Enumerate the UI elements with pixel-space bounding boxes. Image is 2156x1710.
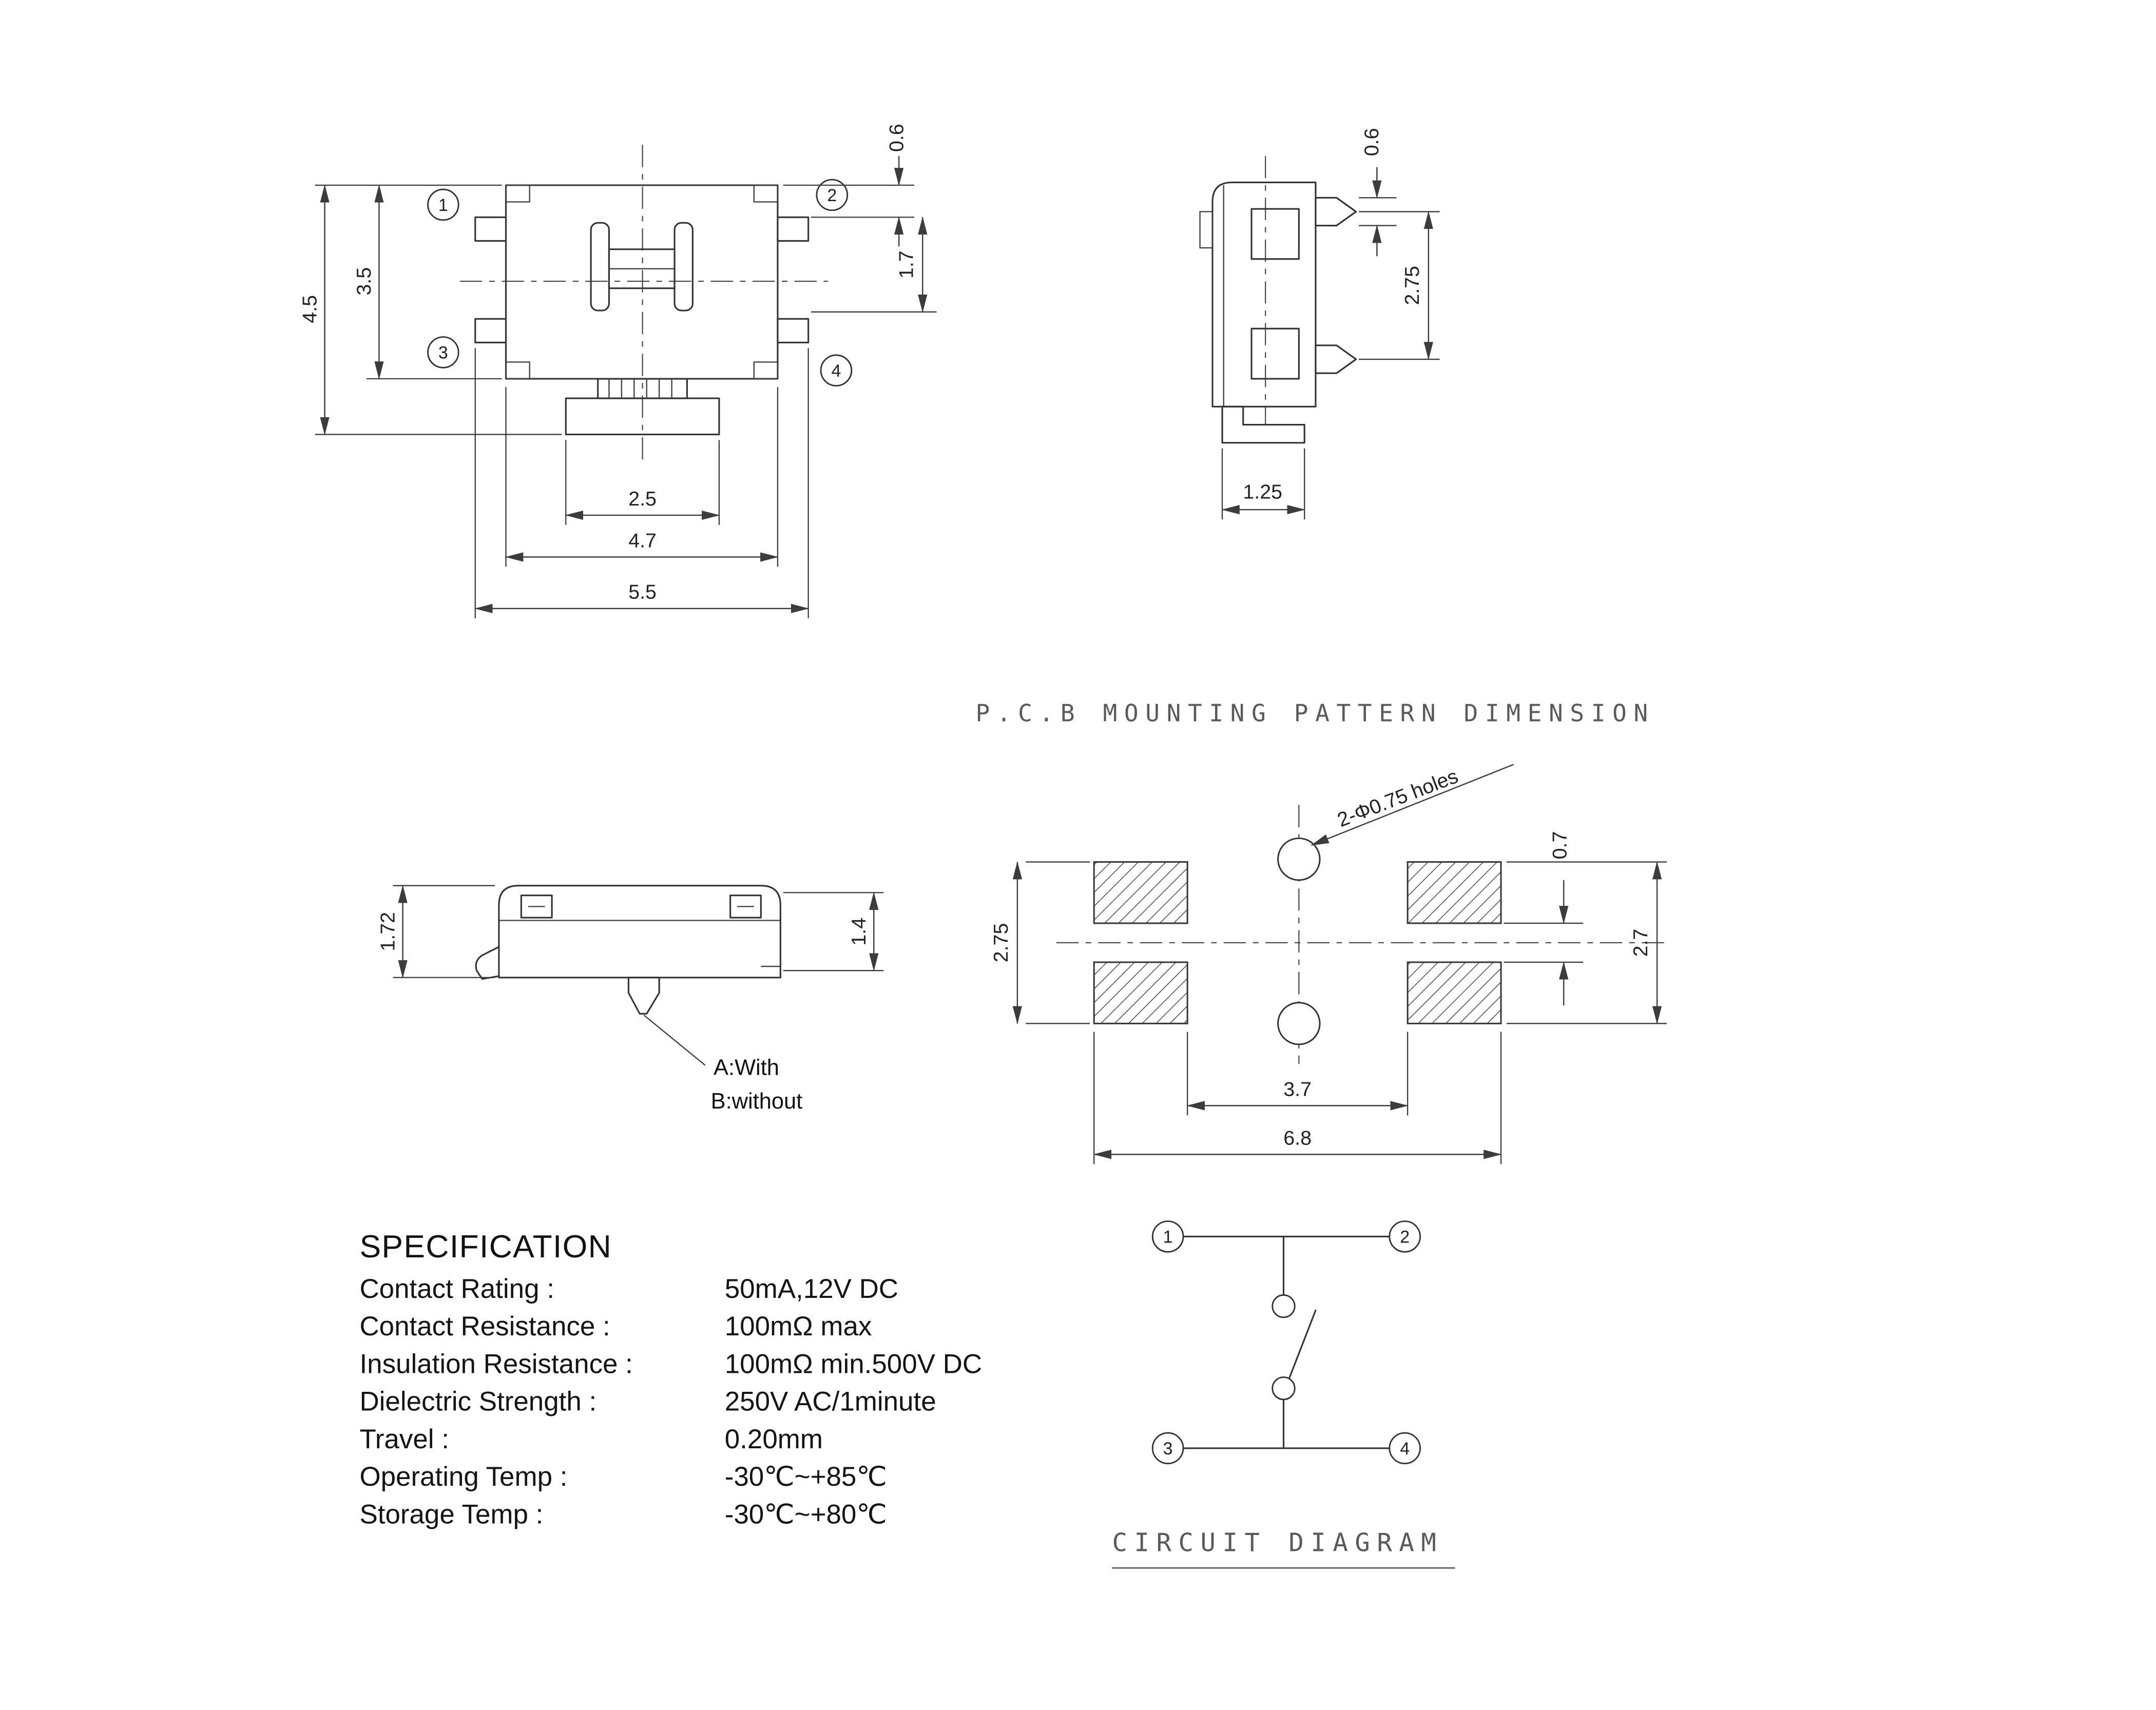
spec-row-value: 0.20mm bbox=[725, 1424, 823, 1454]
hole-bottom bbox=[1277, 1002, 1321, 1045]
dim-side-pin-pitch: 2.75 bbox=[1401, 266, 1423, 305]
dim-profile-height: 1.72 bbox=[376, 912, 399, 951]
circuit-pin-4-label: 4 bbox=[1400, 1439, 1410, 1459]
circuit-pin-3-label: 3 bbox=[1163, 1439, 1173, 1459]
circuit-pin-2-label: 2 bbox=[1400, 1228, 1410, 1247]
dim-pad-span: 2.7 bbox=[1629, 929, 1652, 957]
profile-view: A:With B:without 1.72 1.4 bbox=[376, 885, 884, 1114]
holes-leader-line bbox=[1311, 764, 1514, 846]
dim-foot-width: 1.25 bbox=[1243, 480, 1282, 503]
pin-4-circle bbox=[820, 354, 853, 387]
pcb-pattern: P.C.B MOUNTING PATTERN DIMENSION 2-Φ0.75… bbox=[975, 699, 1667, 1164]
circuit-pin-1-label: 1 bbox=[1163, 1228, 1173, 1247]
clip-right bbox=[729, 895, 762, 919]
pin-1-circle bbox=[427, 188, 459, 221]
spec-row-label: Travel : bbox=[359, 1424, 449, 1454]
dim-pad-gap: 0.7 bbox=[1549, 831, 1571, 860]
pad-bottom-left bbox=[1093, 961, 1188, 1024]
pin-note-line-a: A:With bbox=[714, 1056, 779, 1080]
terminal-1 bbox=[474, 216, 507, 242]
spec-row-label: Storage Temp : bbox=[359, 1499, 543, 1529]
actuator-right-bar bbox=[673, 222, 694, 312]
actuator-left-bar bbox=[590, 222, 610, 312]
dim-body-height: 3.5 bbox=[353, 267, 375, 296]
circuit-diagram-title: CIRCUIT DIAGRAM bbox=[1112, 1528, 1443, 1558]
dim-total-width: 5.5 bbox=[628, 581, 657, 604]
spec-row-value: 100mΩ max bbox=[725, 1311, 872, 1342]
spec-row-label: Contact Resistance : bbox=[359, 1311, 610, 1342]
spec-row-value: -30℃~+85℃ bbox=[725, 1462, 887, 1492]
inner-block-bottom bbox=[1250, 327, 1300, 380]
spec-row-label: Contact Rating : bbox=[359, 1274, 554, 1304]
inner-block-top bbox=[1250, 208, 1300, 260]
dim-body-width: 4.7 bbox=[628, 529, 657, 552]
profile-body bbox=[498, 885, 781, 979]
pad-top-left bbox=[1093, 861, 1188, 924]
side-view: 0.6 2.75 1.25 bbox=[1199, 128, 1440, 520]
spec-row-label: Insulation Resistance : bbox=[359, 1349, 632, 1379]
contact-top bbox=[1272, 1294, 1296, 1318]
spec-row-label: Dielectric Strength : bbox=[359, 1387, 596, 1417]
holes-note: 2-Φ0.75 holes bbox=[1334, 765, 1461, 831]
spec-title: SPECIFICATION bbox=[359, 1229, 612, 1265]
pad-top-right bbox=[1407, 861, 1502, 924]
dim-total-height: 4.5 bbox=[298, 295, 321, 323]
dim-top-offset: 0.6 bbox=[885, 124, 908, 152]
front-view: 1 2 3 4 4.5 3.5 0.6 1.7 2.5 bbox=[298, 124, 937, 618]
dim-pad-inner-gap: 3.7 bbox=[1283, 1078, 1312, 1100]
left-hook bbox=[475, 946, 500, 980]
push-button bbox=[565, 397, 720, 436]
dim-profile-inner-height: 1.4 bbox=[848, 918, 870, 946]
pad-bottom-right bbox=[1407, 961, 1502, 1024]
side-terminal-top bbox=[1315, 197, 1357, 227]
bottom-foot bbox=[1221, 405, 1305, 444]
spec-row-value: 50mA,12V DC bbox=[725, 1274, 898, 1304]
spec-row-value: -30℃~+80℃ bbox=[725, 1499, 887, 1529]
terminal-4 bbox=[777, 318, 810, 344]
dim-hole-pitch: 2.75 bbox=[990, 923, 1012, 963]
dim-button-width: 2.5 bbox=[628, 488, 657, 510]
clip-left bbox=[520, 895, 553, 919]
terminal-2 bbox=[777, 216, 810, 242]
pcb-pattern-title: P.C.B MOUNTING PATTERN DIMENSION bbox=[975, 699, 1654, 727]
pin-4-label: 4 bbox=[832, 361, 841, 381]
dim-pin-span: 1.7 bbox=[895, 250, 917, 279]
pin-3-circle bbox=[427, 336, 459, 368]
pin-note-line-b: B:without bbox=[711, 1089, 803, 1114]
terminal-3 bbox=[474, 318, 507, 344]
spec-row-value: 100mΩ min.500V DC bbox=[725, 1349, 982, 1379]
pin-2-label: 2 bbox=[827, 186, 837, 205]
switch-body-front bbox=[505, 184, 779, 380]
hole-top bbox=[1277, 837, 1321, 881]
circuit-diagram: 1 2 3 4 CIRCUIT DIAGRAM bbox=[1112, 1220, 1455, 1569]
specification-table: SPECIFICATION Contact Rating : 50mA,12V … bbox=[359, 1229, 982, 1529]
pin-2-circle bbox=[816, 179, 849, 211]
switch-blade bbox=[1288, 1309, 1317, 1379]
pin-3-label: 3 bbox=[438, 343, 448, 363]
locating-pin bbox=[627, 977, 660, 1015]
side-terminal-bottom bbox=[1315, 344, 1357, 374]
pin-1-label: 1 bbox=[438, 196, 448, 215]
dim-pin-thickness: 0.6 bbox=[1360, 128, 1383, 156]
spec-row-label: Operating Temp : bbox=[359, 1462, 567, 1492]
contact-bottom bbox=[1272, 1376, 1296, 1401]
spec-row-value: 250V AC/1minute bbox=[725, 1387, 936, 1417]
switch-body-side bbox=[1211, 181, 1317, 407]
note-leader-line bbox=[643, 1015, 706, 1066]
dim-pattern-total-width: 6.8 bbox=[1283, 1126, 1312, 1149]
